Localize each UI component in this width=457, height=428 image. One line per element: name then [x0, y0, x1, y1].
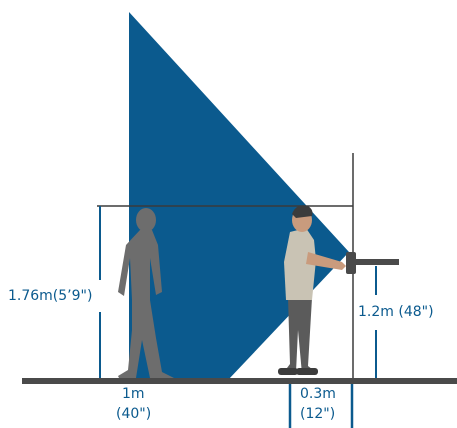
- person-hair: [292, 205, 313, 218]
- distance-far-label-line2: (40"): [116, 406, 151, 422]
- distance-near-label-line1: 0.3m: [300, 386, 336, 402]
- person-icon: [278, 205, 346, 375]
- person-shirt: [284, 228, 316, 300]
- person-shoe: [278, 368, 298, 375]
- distance-near-label-line2: (12"): [300, 406, 335, 422]
- height-far-label: 1.76m(5’9"): [8, 288, 92, 304]
- person-shoe: [296, 368, 318, 375]
- distance-far-label-line1: 1m: [122, 386, 145, 402]
- device-height-label: 1.2m (48"): [358, 304, 434, 320]
- wall-mounted-device-icon: [346, 252, 399, 274]
- person-silhouette-icon: [118, 208, 174, 380]
- person-pants: [284, 298, 316, 374]
- detection-beam: [129, 12, 349, 380]
- ground-line: [22, 378, 457, 384]
- person-arm: [306, 252, 346, 270]
